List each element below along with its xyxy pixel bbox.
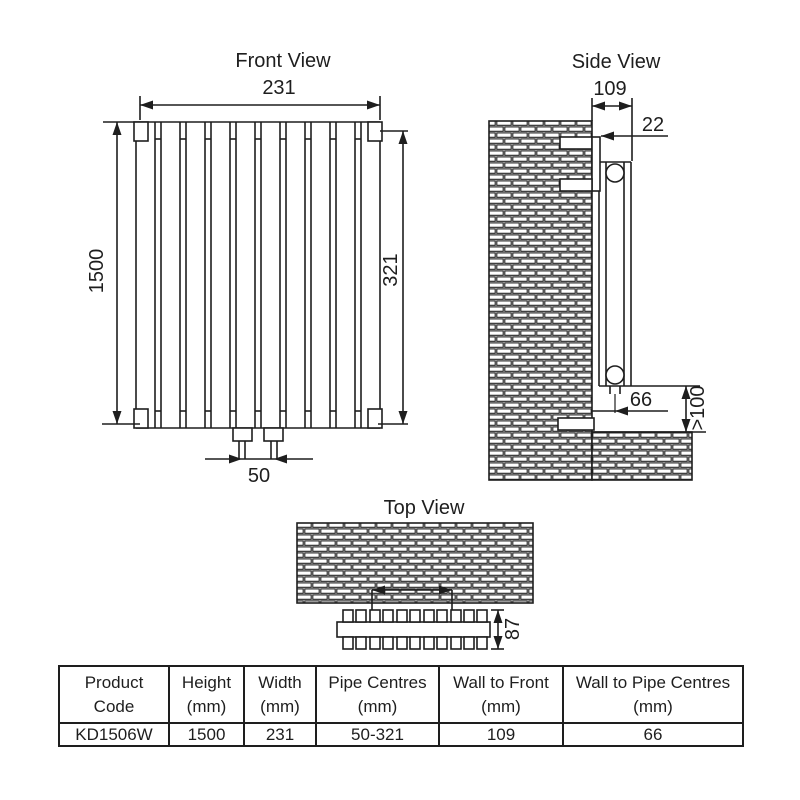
front-dim-height-label: 1500 — [86, 248, 108, 294]
side-radiator-profile — [598, 161, 632, 413]
side-dim-wall-gap — [601, 131, 668, 141]
front-dim-inner-height-label: 321 — [380, 253, 402, 287]
side-floor-hatch — [591, 431, 706, 481]
side-dim-wall-gap-label: 22 — [641, 114, 665, 136]
top-view-title: Top View — [383, 497, 465, 519]
dimensions-table: Product Code Height (mm) Width (mm) Pipe… — [58, 665, 744, 747]
front-view-drawing — [102, 96, 408, 464]
front-dim-height — [102, 122, 140, 425]
header-product-code: Product Code — [58, 665, 170, 724]
side-dim-floor-clearance-label: >100 — [687, 385, 709, 431]
side-wall-brackets — [557, 136, 601, 431]
cell-product-code: KD1506W — [58, 722, 170, 747]
top-view-drawing — [296, 522, 534, 650]
header-pipe-centres: Pipe Centres (mm) — [315, 665, 440, 724]
header-wall-to-front: Wall to Front (mm) — [438, 665, 564, 724]
front-dim-pipe-centres — [205, 454, 313, 464]
front-dim-inner-height — [378, 130, 408, 425]
front-dim-width — [139, 96, 381, 120]
top-dim-depth-label: 87 — [502, 617, 524, 641]
dimensions-table-body: KD1506W 1500 231 50-321 109 66 — [58, 722, 744, 747]
top-radiator-section — [336, 609, 491, 650]
front-dim-pipe-centres-label: 50 — [247, 465, 271, 487]
front-view-radiator — [103, 121, 383, 459]
side-dim-wall-to-front-label: 109 — [593, 78, 627, 100]
table-data-row: KD1506W 1500 231 50-321 109 66 — [58, 722, 744, 747]
top-dim-depth — [491, 609, 504, 650]
side-dim-floor-clearance — [631, 385, 700, 432]
header-width: Width (mm) — [243, 665, 317, 724]
header-wall-to-pipe-centres: Wall to Pipe Centres (mm) — [562, 665, 744, 724]
top-wall-hatch — [296, 522, 534, 604]
side-view-drawing — [488, 98, 706, 481]
side-dim-wall-to-pipe-centres — [592, 406, 668, 416]
cell-height: 1500 — [168, 722, 245, 747]
front-view-title: Front View — [235, 50, 331, 72]
header-height: Height (mm) — [168, 665, 245, 724]
dimensions-table-header: Product Code Height (mm) Width (mm) Pipe… — [58, 665, 744, 724]
side-view-title: Side View — [571, 51, 661, 73]
side-dim-wall-to-front — [591, 98, 633, 161]
front-dim-width-label: 231 — [262, 77, 296, 99]
side-dim-pipe-centres-label: 66 — [629, 389, 653, 411]
cell-wall-to-pipe-centres: 66 — [562, 722, 744, 747]
cell-wall-to-front: 109 — [438, 722, 564, 747]
cell-width: 231 — [243, 722, 317, 747]
cell-pipe-centres: 50-321 — [315, 722, 440, 747]
table-header-row: Product Code Height (mm) Width (mm) Pipe… — [58, 665, 744, 724]
